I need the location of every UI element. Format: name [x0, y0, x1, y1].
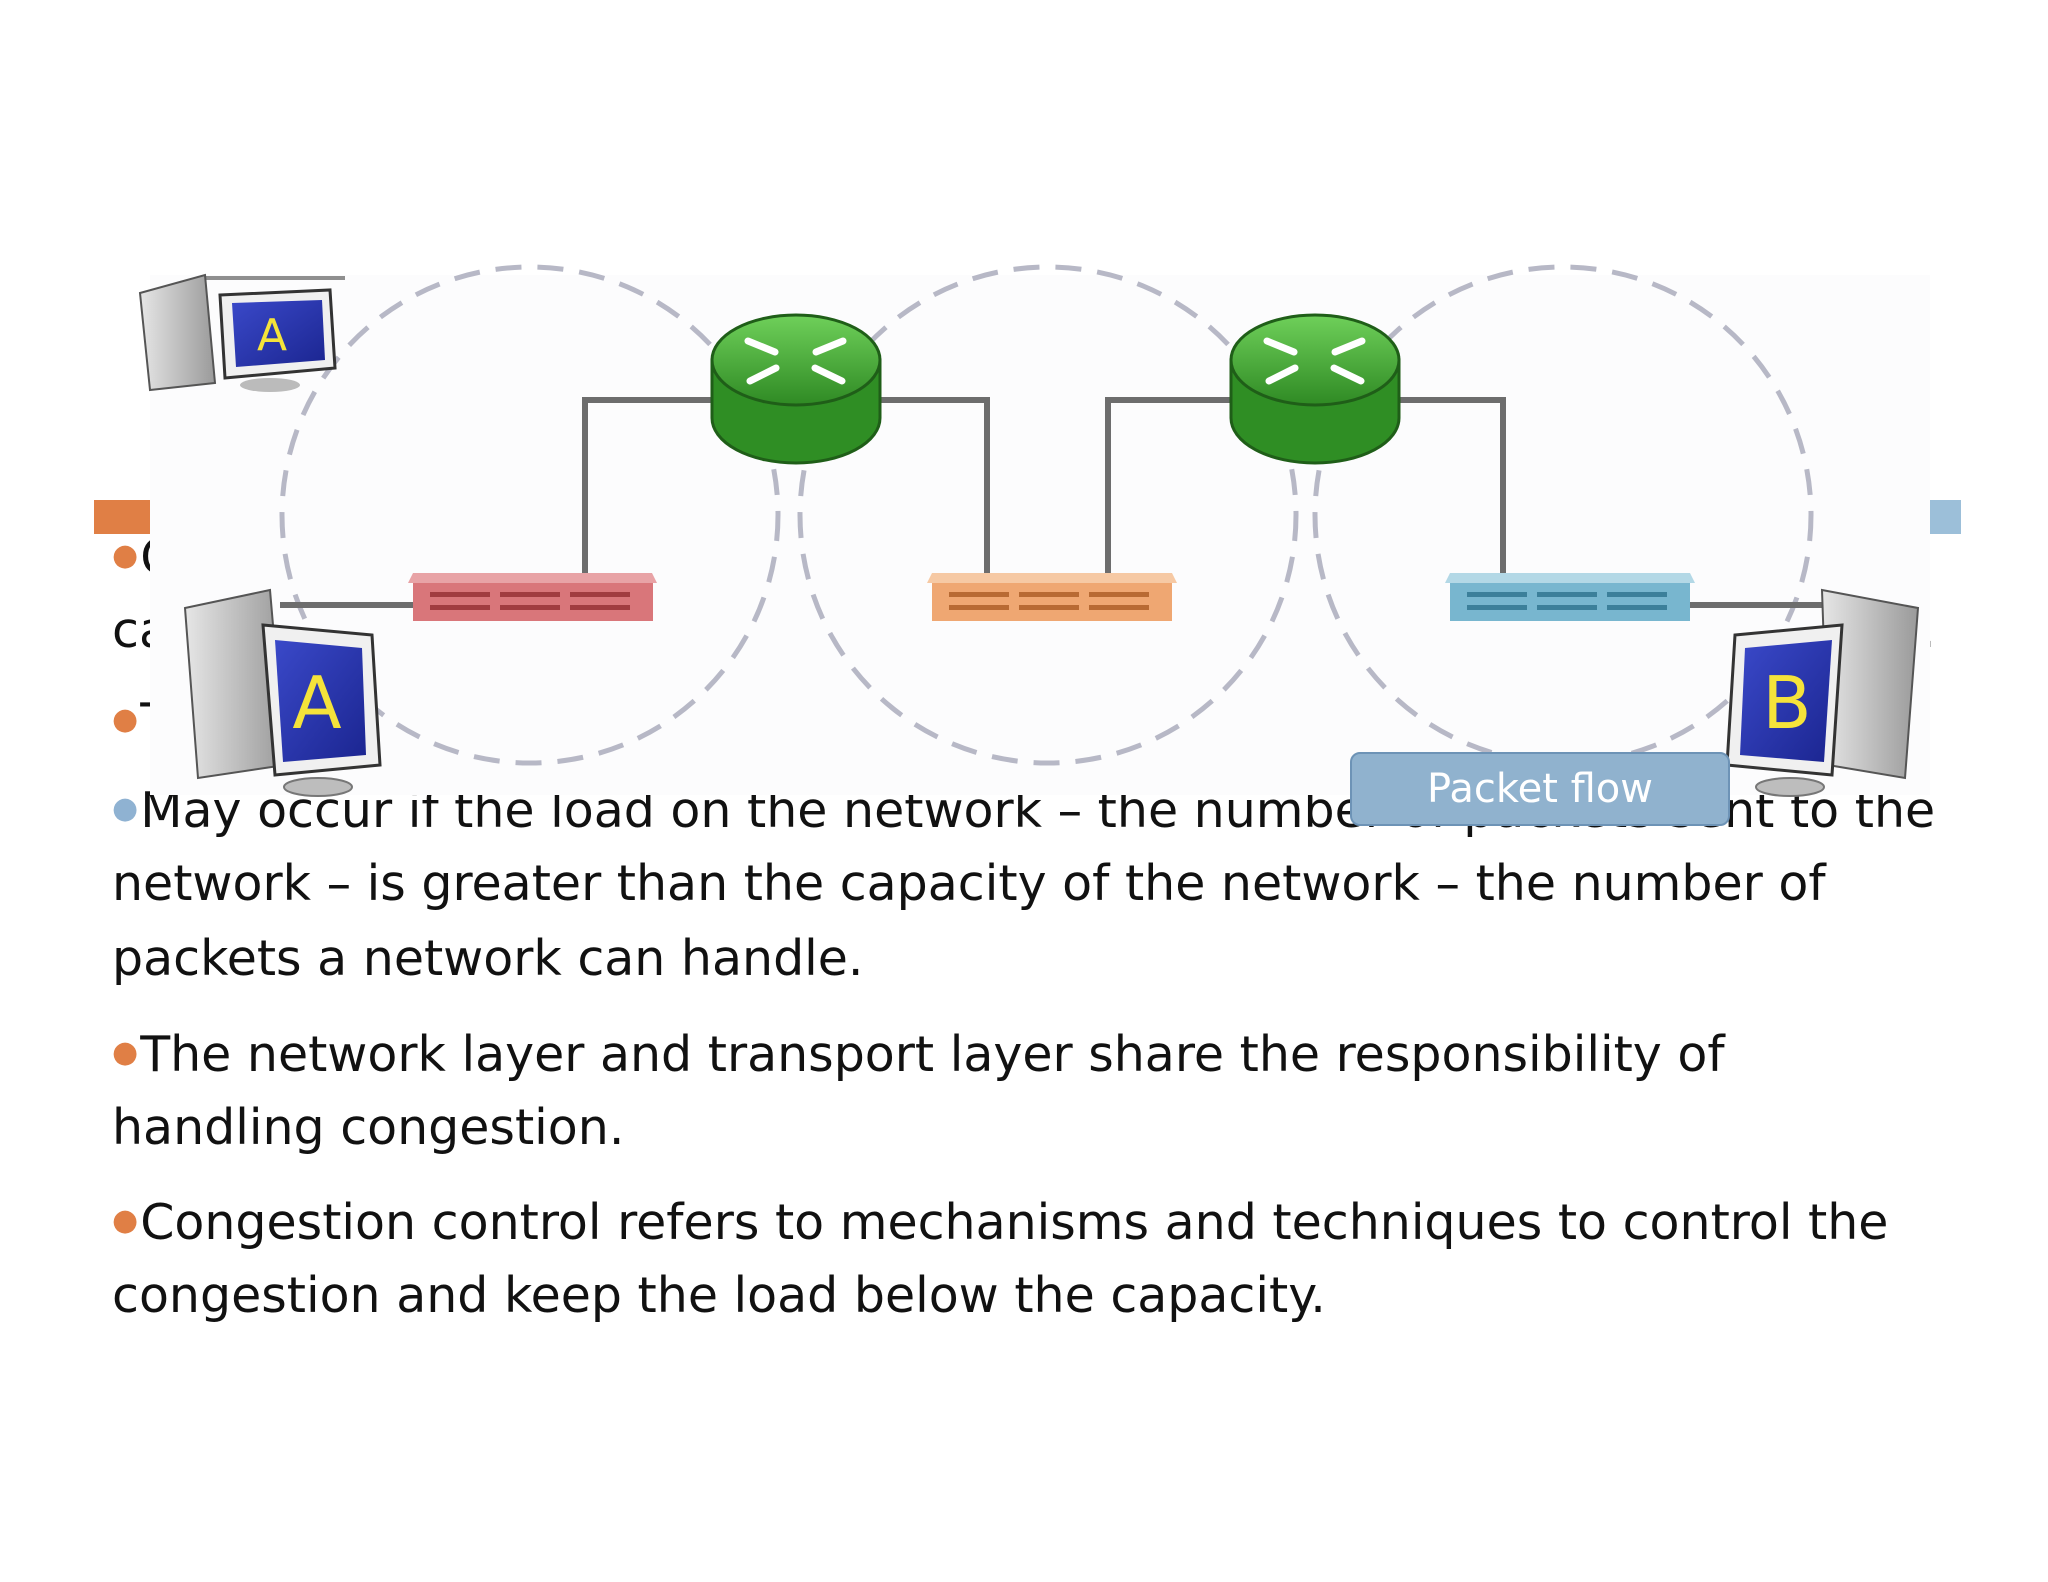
- bullet-dot: ●: [112, 538, 139, 573]
- host-a-small: A: [138, 273, 337, 392]
- accent-square-right: [1927, 500, 1961, 534]
- bullet-1-line-2: ca: [112, 593, 1962, 668]
- bullet-2: ●To: [112, 682, 1962, 759]
- bullet-3-line-2: network – is greater than the capacity o…: [112, 846, 1962, 921]
- bullet-4-line-1: ●The network layer and transport layer s…: [112, 1015, 1962, 1092]
- router-icon: [744, 337, 847, 385]
- bullet-3-text-3: packets a network can handle.: [112, 930, 864, 987]
- bullet-3-text-2: network – is greater than the capacity o…: [112, 855, 1826, 912]
- bullet-3-line-3: packets a network can handle.: [112, 921, 1962, 996]
- bullet-5-line-1: ●Congestion control refers to mechanisms…: [112, 1183, 1962, 1260]
- bullet-5-text: Congestion control refers to mechanisms …: [140, 1194, 1889, 1251]
- bullet-1-text-2: ca: [112, 602, 169, 659]
- bullet-1-text: Co: [140, 529, 205, 586]
- router-2: [1229, 313, 1401, 465]
- bullet-5-line-2: congestion and keep the load below the c…: [112, 1258, 1962, 1333]
- bullet-4-text: The network layer and transport layer sh…: [140, 1026, 1725, 1083]
- router-icon: [1263, 337, 1366, 385]
- bullet-dot: ●: [112, 1203, 139, 1238]
- bullet-5-text-2: congestion and keep the load below the c…: [112, 1267, 1326, 1324]
- bullet-1-trailing: .: [1920, 593, 1960, 668]
- bullet-2-text: To: [140, 693, 192, 750]
- packet-flow-label: Packet flow: [1350, 752, 1730, 826]
- bullet-4-line-2: handling congestion.: [112, 1090, 1962, 1165]
- host-a-small-label: A: [257, 310, 287, 361]
- bullet-1-trailing-text: .: [1920, 602, 1936, 659]
- bullet-dot: ●: [112, 702, 139, 737]
- bullet-4-text-2: handling congestion.: [112, 1099, 625, 1156]
- router-1: [710, 313, 882, 465]
- bullet-dot: ●: [112, 1035, 139, 1070]
- bullet-dot: ●: [112, 791, 139, 826]
- bullet-1-line-1: ●Co: [112, 518, 1962, 595]
